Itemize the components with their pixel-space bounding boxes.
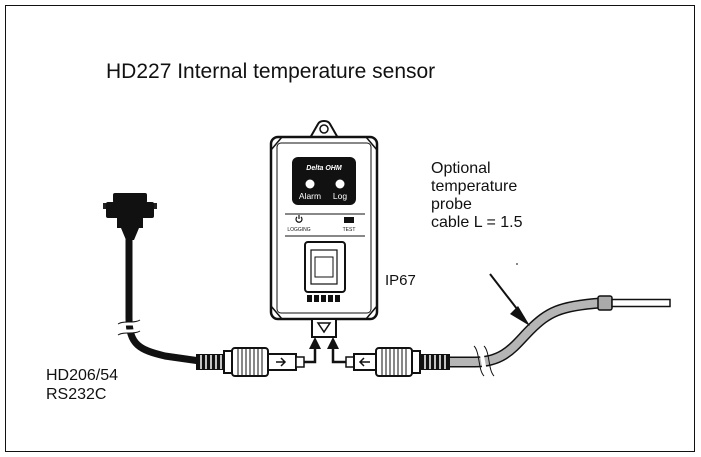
probe-label-line: Optional [431, 160, 491, 177]
triangle-icon [316, 322, 332, 334]
rs232-connector [196, 347, 305, 377]
interface-label: HD206/54 RS232C [46, 366, 118, 404]
probe-label-line: temperature [431, 178, 518, 195]
diagram-title: HD227 Internal temperature sensor [106, 60, 436, 83]
probe-connector [345, 347, 450, 377]
battery-icon [344, 217, 354, 223]
led-panel [292, 157, 356, 205]
pin-row [307, 295, 340, 302]
rs232-cable-wire [125, 236, 204, 365]
brand-logo: Delta OHM [306, 165, 342, 172]
db9-connector [103, 193, 157, 240]
alarm-led-icon [305, 179, 315, 189]
interface-label-line: HD206/54 [46, 367, 119, 384]
hd227-device: Delta OHM Alarm Log LOGGING TEST [269, 120, 379, 338]
logging-key-label: LOGGING [287, 227, 310, 233]
interface-label-line: RS232C [46, 386, 107, 403]
pointer-arrow-icon [489, 263, 530, 326]
log-led-icon [335, 179, 345, 189]
alarm-led-label: Alarm [299, 191, 321, 201]
probe-label: Optional temperature probe cable L = 1.5 [431, 160, 522, 232]
probe-label-line: cable L = 1.5 [431, 214, 523, 231]
rs232-cable [103, 193, 305, 377]
ip-rating-label: IP67 [385, 272, 416, 289]
probe-cable [345, 295, 671, 378]
test-key-label: TEST [343, 227, 356, 233]
log-led-label: Log [333, 191, 347, 201]
probe-label-line: probe [431, 196, 472, 213]
diagram-frame [5, 5, 695, 452]
power-icon [295, 215, 303, 223]
connection-arrows [304, 337, 346, 364]
probe-tip [611, 298, 671, 308]
